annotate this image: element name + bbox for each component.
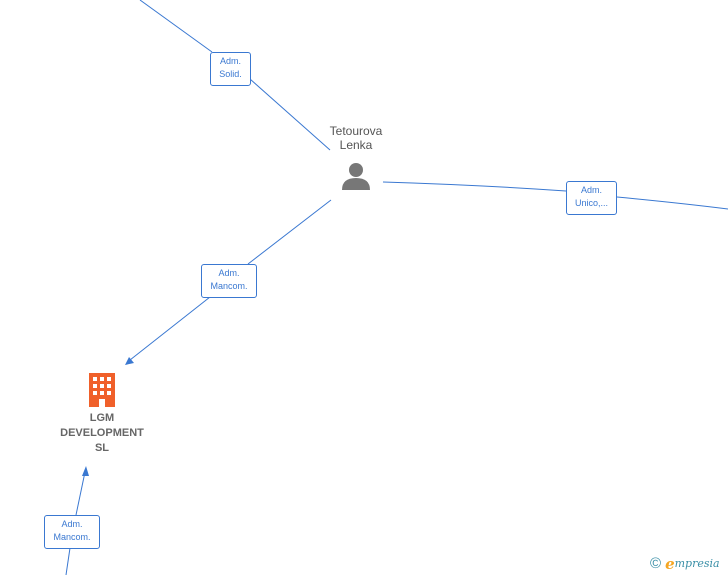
edge-label-adm-solid-line2: Solid. xyxy=(219,69,242,79)
person-name-line2: Lenka xyxy=(339,138,373,152)
edge-adm-mancom-top-line[interactable] xyxy=(129,199,332,361)
person-node-tetourova-lenka[interactable]: Tetourova Lenka xyxy=(316,124,396,192)
arrow-head-into-company-top xyxy=(125,357,134,365)
edge-label-adm-unico[interactable]: Adm. Unico,... xyxy=(566,181,617,215)
arrow-head-into-company-bottom xyxy=(82,466,89,476)
edge-label-adm-mancom-top-line1: Adm. xyxy=(218,268,240,278)
edge-label-adm-mancom-top-line2: Mancom. xyxy=(210,281,248,291)
edge-label-adm-mancom-bottom-line1: Adm. xyxy=(61,519,83,529)
building-icon xyxy=(89,373,115,407)
edge-label-adm-mancom-top[interactable]: Adm. Mancom. xyxy=(201,264,257,298)
edge-adm-unico-line[interactable] xyxy=(382,181,728,210)
person-icon xyxy=(342,163,370,190)
person-name-line1: Tetourova xyxy=(329,124,383,138)
brand-logo-name: mpresia xyxy=(674,557,720,570)
edge-label-adm-unico-line2: Unico,... xyxy=(574,198,608,208)
company-node-lgm-development[interactable]: LGM DEVELOPMENT SL xyxy=(42,373,162,456)
company-name-line2: DEVELOPMENT xyxy=(60,427,144,439)
edge-adm-mancom-bottom-line[interactable] xyxy=(65,471,86,575)
edge-label-adm-mancom-bottom[interactable]: Adm. Mancom. xyxy=(44,515,100,549)
edge-label-adm-unico-line1: Adm. xyxy=(580,185,602,195)
edge-label-adm-solid-line1: Adm. xyxy=(219,56,241,66)
edge-label-adm-solid[interactable]: Adm. Solid. xyxy=(210,52,251,86)
edge-adm-solid-line[interactable] xyxy=(139,0,331,151)
empresia-brand[interactable]: © e mpresia xyxy=(650,554,720,574)
edge-label-adm-mancom-bottom-line2: Mancom. xyxy=(53,532,91,542)
company-name-line3: SL xyxy=(94,442,110,454)
company-name-line1: LGM xyxy=(89,412,115,424)
copyright-symbol: © xyxy=(650,555,662,572)
brand-logo-initial: e xyxy=(665,555,675,573)
